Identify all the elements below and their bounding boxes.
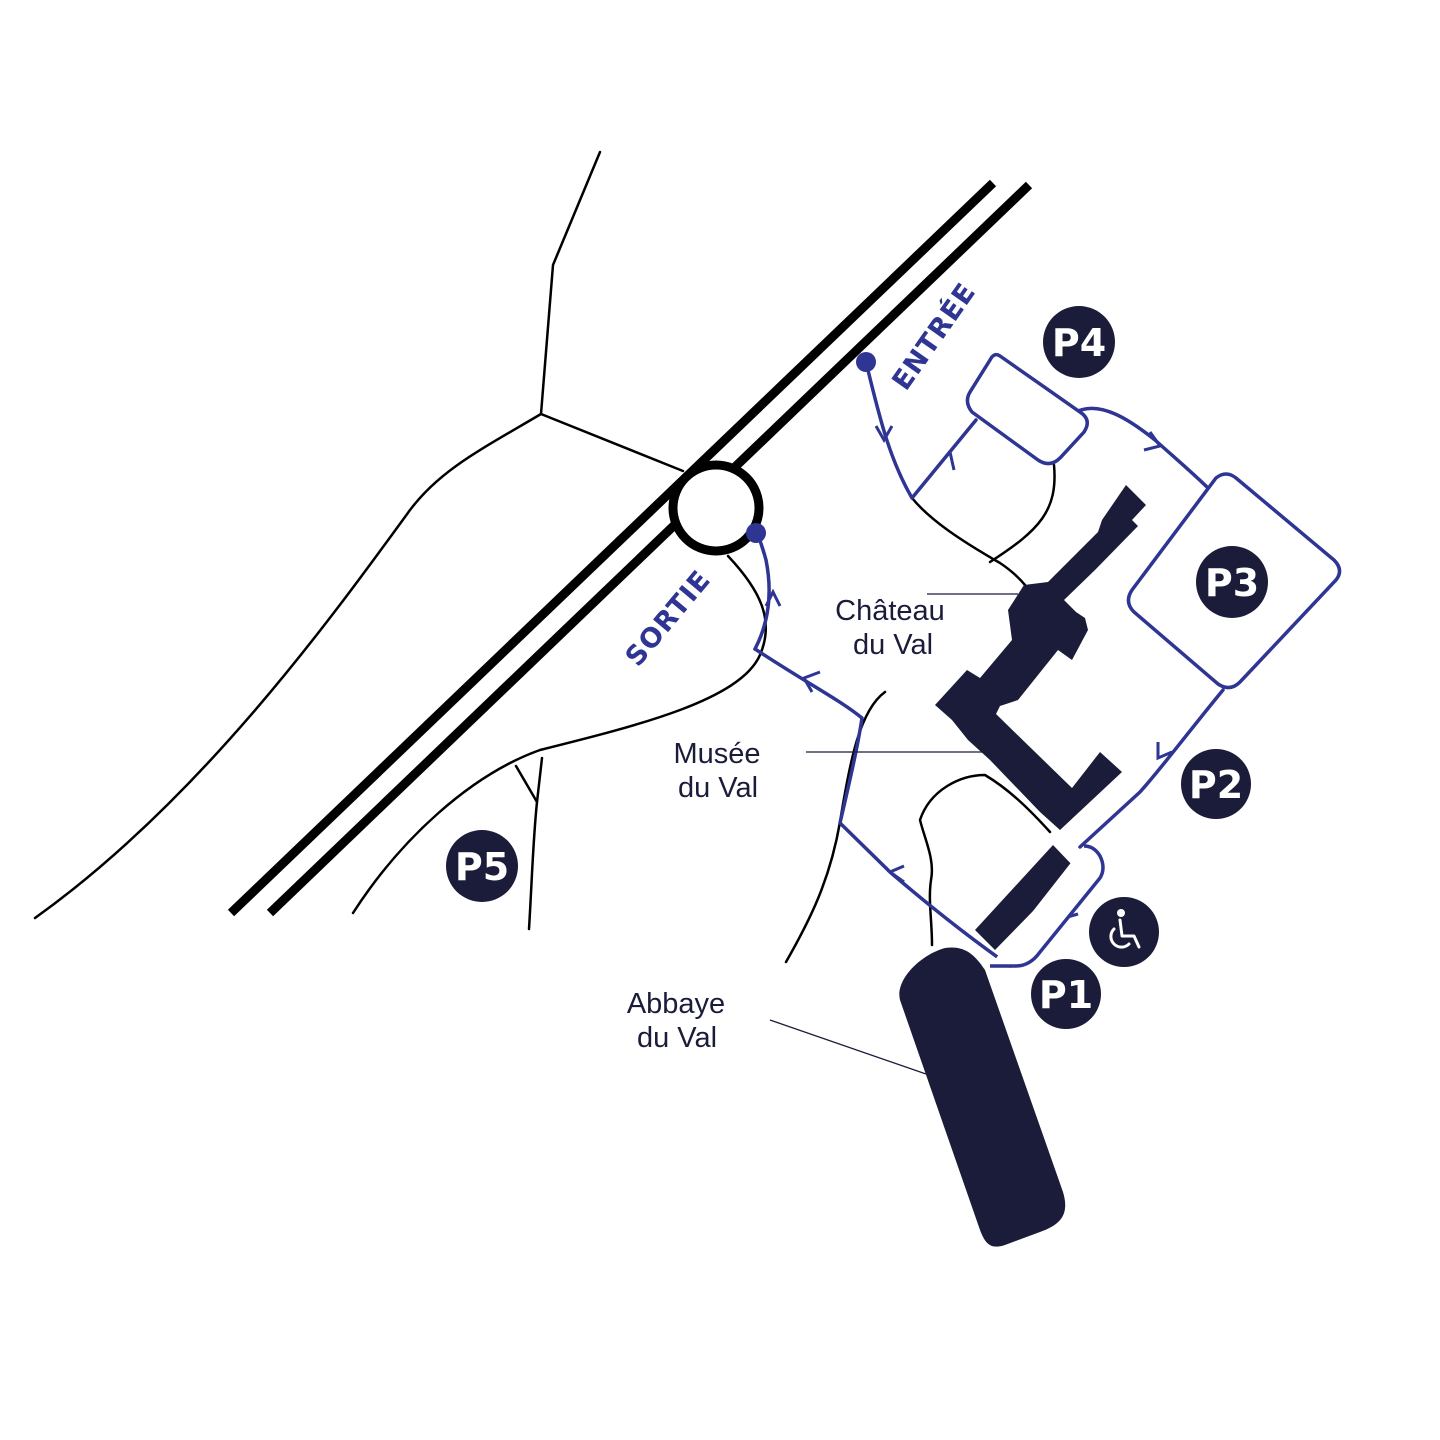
parking-badge-p1: P1 bbox=[1031, 959, 1101, 1029]
parking-badge-p5: P5 bbox=[446, 830, 518, 902]
sortie-route bbox=[753, 528, 771, 651]
entree-dot bbox=[856, 352, 876, 372]
musee-label-line2: du Val bbox=[678, 772, 758, 804]
road-p5-south bbox=[527, 800, 539, 931]
lot-p4 bbox=[965, 352, 1089, 466]
leader-lines bbox=[769, 593, 1018, 1075]
badge-label-p3: P3 bbox=[1205, 561, 1259, 605]
road-west bbox=[33, 412, 543, 920]
arrow-to-p2 bbox=[1156, 742, 1173, 761]
wheelchair-icon-circle bbox=[1089, 897, 1159, 967]
badge-circle-p5 bbox=[446, 830, 518, 902]
arrow-entree bbox=[874, 425, 894, 444]
p3-to-p1-route bbox=[1078, 688, 1225, 849]
arrow-from-p1 bbox=[886, 864, 905, 884]
rail-line-west bbox=[227, 179, 997, 917]
badge-label-p4: P4 bbox=[1052, 321, 1106, 365]
road-p5-spur bbox=[514, 756, 544, 804]
parking-badge-p4: P4 bbox=[1043, 306, 1115, 378]
abbaye-label-line2: du Val bbox=[637, 1022, 717, 1054]
entree-route bbox=[864, 360, 978, 500]
chateau-label-line2: du Val bbox=[853, 629, 933, 661]
p4-to-p3-route bbox=[1074, 406, 1212, 492]
lot-p1 bbox=[990, 844, 1105, 968]
badge-label-p1: P1 bbox=[1039, 973, 1093, 1017]
abbaye-building bbox=[899, 947, 1066, 1247]
arrow-musee bbox=[801, 670, 821, 693]
roundabout bbox=[668, 460, 764, 556]
badge-circle-p1 bbox=[1031, 959, 1101, 1029]
road-musee-left bbox=[784, 690, 887, 964]
arrow-sortie bbox=[764, 588, 782, 607]
chateau-label-line1: Château bbox=[835, 595, 945, 627]
building-labels: Château du Val Musée du Val Abbaye du Va… bbox=[627, 595, 945, 1054]
sortie-label: SORTIE bbox=[620, 565, 718, 673]
abbaye-label-line1: Abbaye bbox=[627, 988, 725, 1020]
p1-to-musee-route bbox=[753, 647, 1012, 968]
parking-badge-p3: P3 bbox=[1196, 546, 1268, 618]
musee-label-line1: Musée bbox=[673, 738, 760, 770]
road-p4-building bbox=[988, 463, 1056, 564]
rail-line-east bbox=[266, 181, 1033, 917]
badge-label-p5: P5 bbox=[455, 845, 509, 889]
parking-badge-p2: P2 bbox=[1181, 749, 1251, 819]
arrow-to-p3 bbox=[1143, 431, 1163, 452]
road-to-roundabout bbox=[539, 412, 685, 473]
sortie-dot bbox=[746, 523, 766, 543]
entree-label: ENTRÉE bbox=[886, 277, 983, 396]
badge-circle-p2 bbox=[1181, 749, 1251, 819]
arrow-to-p4 bbox=[936, 448, 956, 471]
badge-label-p2: P2 bbox=[1189, 763, 1243, 807]
badge-circle-p3 bbox=[1196, 546, 1268, 618]
leader-abbaye bbox=[769, 1019, 927, 1075]
buildings bbox=[899, 485, 1146, 1247]
wheelchair-icon-head bbox=[1117, 909, 1125, 917]
route bbox=[746, 352, 1225, 968]
chateau-building bbox=[935, 485, 1146, 830]
badge-circle-p4 bbox=[1043, 306, 1115, 378]
wheelchair-icon-body bbox=[1118, 918, 1141, 949]
road-abbaye-right bbox=[918, 773, 1052, 947]
road-north bbox=[539, 150, 602, 416]
wheelchair-icon bbox=[1089, 897, 1159, 967]
wheelchair-icon-wheel bbox=[1109, 927, 1131, 949]
road-entree-building bbox=[910, 496, 1035, 598]
railway bbox=[227, 179, 1033, 917]
musee-building bbox=[975, 845, 1075, 950]
